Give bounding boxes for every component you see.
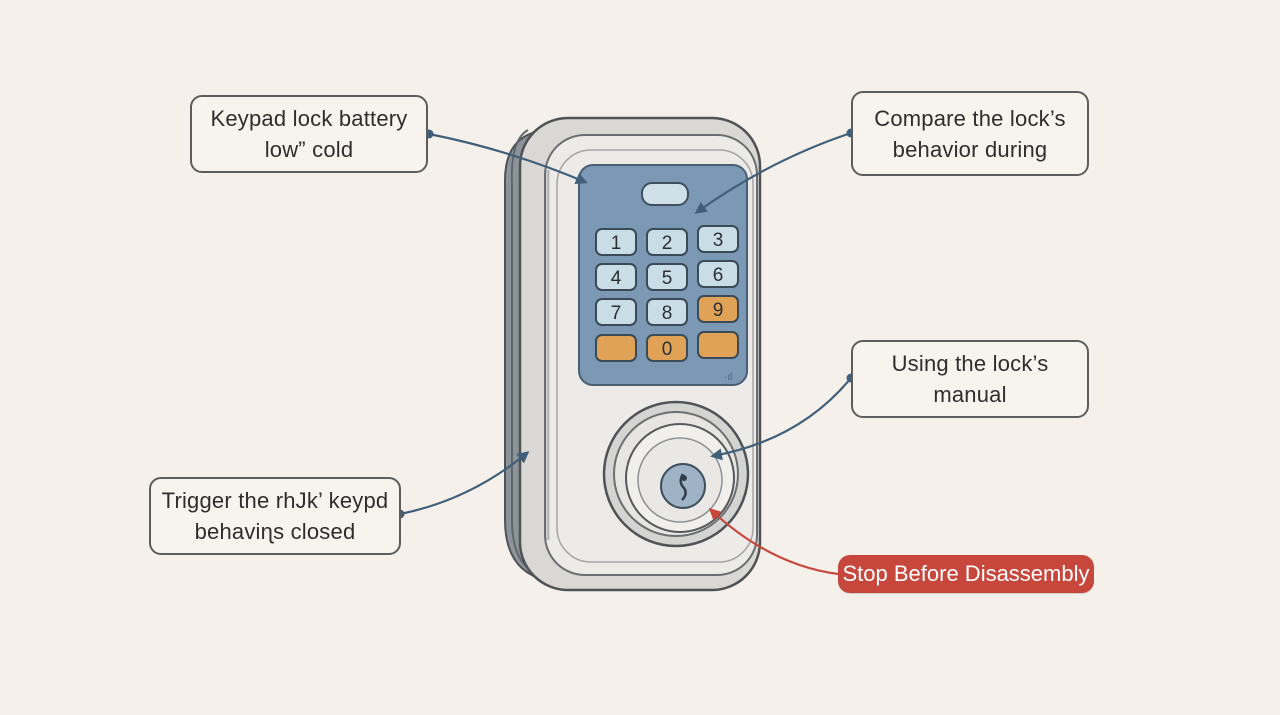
- callout-manual: Using the lock’s manual: [851, 340, 1089, 418]
- keypad-key-4[interactable]: 4: [595, 263, 637, 291]
- keypad-keys: 1 2 3 4 5 6 7 8 9 0: [595, 225, 739, 362]
- status-light: [641, 182, 689, 206]
- warning-label: Stop Before Disassembly: [842, 561, 1090, 586]
- leader-line-compare: [694, 131, 852, 214]
- callout-compare-line1: Compare the lock’s: [874, 105, 1066, 131]
- keypad-key-right-blank[interactable]: [697, 331, 739, 359]
- callout-manual-line2: manual: [933, 382, 1007, 407]
- keypad-key-1[interactable]: 1: [595, 228, 637, 256]
- keypad-key-label: 1: [611, 233, 622, 254]
- leader-line-warning: [708, 507, 839, 576]
- keypad-key-label: 9: [713, 300, 724, 321]
- callout-battery-low-line1: Keypad lock battery: [210, 106, 408, 131]
- keypad-key-label: 5: [662, 268, 673, 289]
- keypad-key-label: 0: [662, 339, 673, 360]
- keypad-key-2[interactable]: 2: [646, 228, 688, 256]
- leader-line-battery: [428, 132, 588, 184]
- keypad-key-3[interactable]: 3: [697, 225, 739, 253]
- callout-compare-line2: behavior during: [892, 136, 1048, 162]
- keypad-key-label: 6: [713, 265, 724, 286]
- keypad-key-7[interactable]: 7: [595, 298, 637, 326]
- panel-mark: ·ıl: [724, 372, 732, 383]
- callout-compare-behavior: Compare the lock’s behavior during: [851, 91, 1089, 176]
- keypad-key-9[interactable]: 9: [697, 295, 739, 323]
- leader-line-manual: [710, 377, 852, 461]
- callout-battery-low: Keypad lock battery low” cold: [190, 95, 428, 173]
- keypad-key-label: 2: [662, 233, 673, 254]
- keypad-key-8[interactable]: 8: [646, 298, 688, 326]
- callout-trigger-keypad: Trigger the rhJk’ keypd behaviɳs closed: [149, 477, 401, 555]
- keypad-key-label: 3: [713, 230, 724, 251]
- keypad-key-label: 7: [611, 303, 622, 324]
- keypad-key-0[interactable]: 0: [646, 334, 688, 362]
- callout-manual-line1: Using the lock’s: [891, 351, 1049, 376]
- keypad-key-label: 8: [662, 303, 673, 324]
- keypad-key-left-blank[interactable]: [595, 334, 637, 362]
- warning-badge: Stop Before Disassembly: [838, 555, 1094, 593]
- callout-trigger-line2: behaviɳs closed: [194, 519, 356, 544]
- callout-trigger-line1: Trigger the rhJk’ keypd: [161, 488, 389, 513]
- leader-line-trigger: [399, 451, 530, 516]
- keypad-key-label: 4: [611, 268, 622, 289]
- callout-battery-low-line2: low” cold: [264, 137, 354, 162]
- keypad-key-5[interactable]: 5: [646, 263, 688, 291]
- keypad-key-6[interactable]: 6: [697, 260, 739, 288]
